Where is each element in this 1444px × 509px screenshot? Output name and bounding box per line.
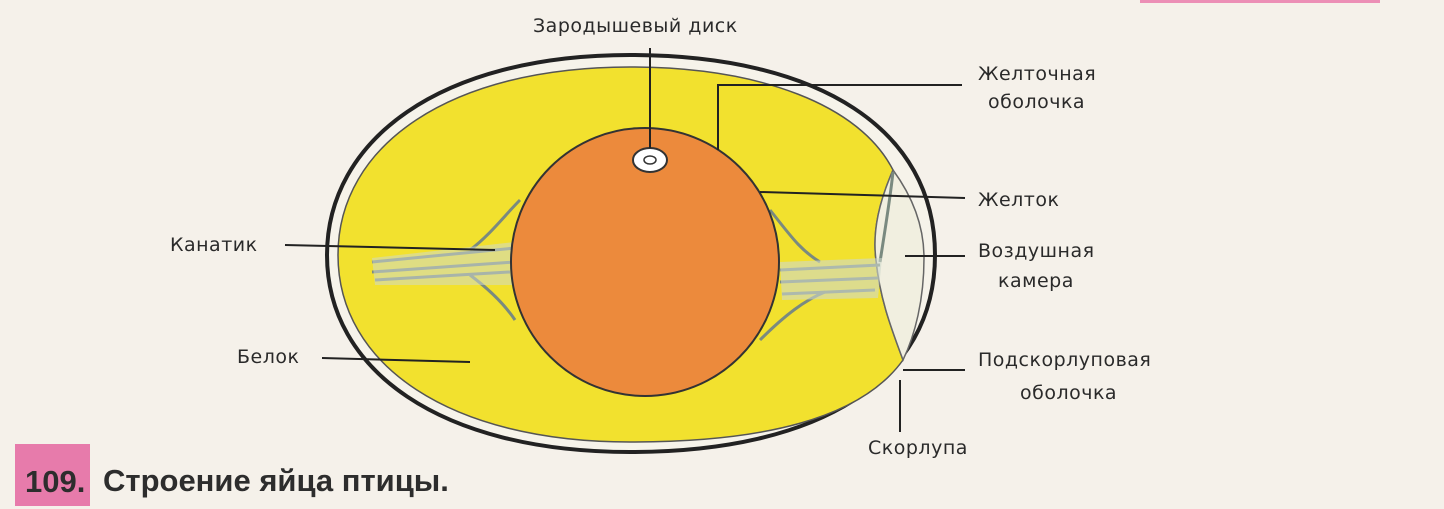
yolk	[510, 127, 780, 397]
label-albumen: Белок	[237, 346, 300, 368]
label-shell-membrane-2: оболочка	[1020, 382, 1118, 404]
label-shell-membrane: Подскорлуповая	[978, 349, 1152, 371]
page-edge-strip	[1140, 0, 1380, 3]
label-vitelline-membrane-2: оболочка	[988, 91, 1086, 113]
figure-number-box: 109.	[15, 444, 90, 506]
label-yolk: Желток	[978, 189, 1060, 211]
label-vitelline-membrane: Желточная	[978, 63, 1097, 85]
figure-number: 109.	[25, 464, 86, 499]
label-air-cell: Воздушная	[978, 240, 1095, 262]
figure-title: Строение яйца птицы.	[103, 463, 449, 498]
label-shell: Скорлупа	[868, 437, 968, 459]
label-chalaza: Канатик	[170, 234, 258, 256]
leader-lines	[284, 48, 966, 432]
germinal-disc	[632, 147, 668, 173]
label-germinal-disc: Зародышевый диск	[533, 15, 738, 37]
label-air-cell-2: камера	[998, 270, 1074, 292]
chalaza-left-twists	[372, 242, 515, 285]
